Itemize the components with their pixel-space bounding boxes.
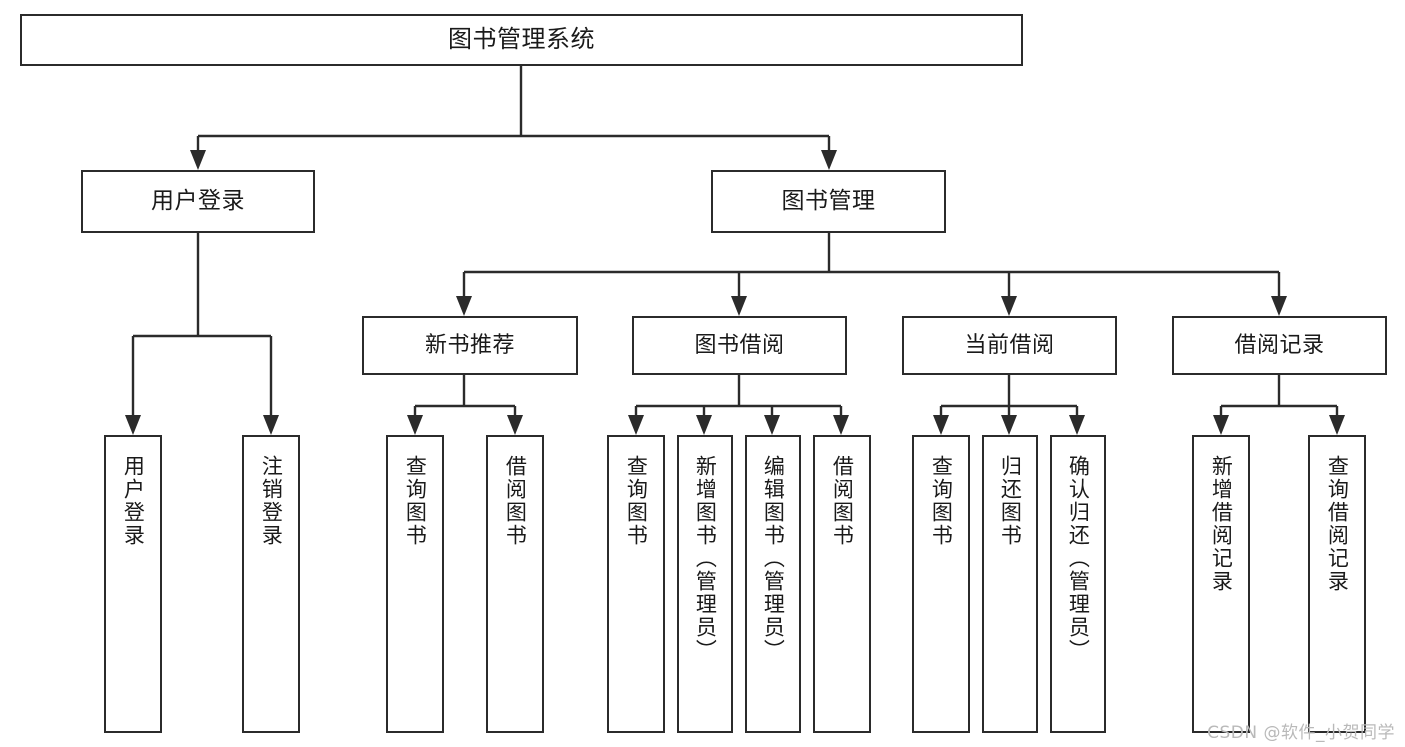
arrow-book-mgmt-to-borrow: [731, 296, 747, 316]
node-leaf-borrow-query[interactable]: 查询图书: [607, 435, 665, 733]
node-leaf-user-login-logout-label: 注销登录: [259, 455, 284, 547]
node-root-system-label: 图书管理系统: [448, 25, 595, 54]
arrow-current-leaf-2: [1069, 415, 1085, 435]
node-leaf-current-query[interactable]: 查询图书: [912, 435, 970, 733]
arrow-borrow-leaf-0: [628, 415, 644, 435]
node-borrow-record-label: 借阅记录: [1234, 332, 1325, 358]
node-leaf-borrow-borrow-book[interactable]: 借阅图书: [813, 435, 871, 733]
arrow-borrow-leaf-2: [764, 415, 780, 435]
node-user-login-label: 用户登录: [151, 188, 245, 215]
node-leaf-current-return[interactable]: 归还图书: [982, 435, 1038, 733]
arrow-current-leaf-0: [933, 415, 949, 435]
node-current-borrow-label: 当前借阅: [964, 332, 1055, 358]
arrow-book-mgmt-to-new-book: [456, 296, 472, 316]
csdn-watermark: CSDN @软件_小贺同学: [1207, 723, 1395, 743]
arrow-root-to-user-login: [190, 150, 206, 170]
node-leaf-new-book-query-label: 查询图书: [403, 455, 428, 547]
node-leaf-current-confirm-return[interactable]: 确认归还（管理员）: [1050, 435, 1106, 733]
node-leaf-new-book-query[interactable]: 查询图书: [386, 435, 444, 733]
arrow-current-leaf-1: [1001, 415, 1017, 435]
node-leaf-current-return-label: 归还图书: [998, 455, 1023, 547]
node-leaf-record-query[interactable]: 查询借阅记录: [1308, 435, 1366, 733]
node-leaf-current-confirm-return-label: 确认归还（管理员）: [1066, 455, 1091, 662]
node-leaf-record-add-label: 新增借阅记录: [1209, 455, 1234, 593]
arrow-borrow-leaf-1: [696, 415, 712, 435]
node-leaf-borrow-add-book[interactable]: 新增图书（管理员）: [677, 435, 733, 733]
arrow-root-to-book-mgmt: [821, 150, 837, 170]
node-leaf-borrow-edit-book-label: 编辑图书（管理员）: [761, 455, 786, 662]
node-leaf-record-add[interactable]: 新增借阅记录: [1192, 435, 1250, 733]
node-leaf-new-book-borrow-label: 借阅图书: [503, 455, 528, 547]
node-book-borrow[interactable]: 图书借阅: [632, 316, 847, 375]
node-root-system[interactable]: 图书管理系统: [20, 14, 1023, 66]
arrow-record-leaf-1: [1329, 415, 1345, 435]
node-leaf-borrow-add-book-label: 新增图书（管理员）: [693, 455, 718, 662]
node-book-borrow-label: 图书借阅: [694, 332, 785, 358]
node-leaf-borrow-query-label: 查询图书: [624, 455, 649, 547]
node-leaf-user-login-login-label: 用户登录: [121, 455, 146, 547]
node-current-borrow[interactable]: 当前借阅: [902, 316, 1117, 375]
arrow-new-book-leaf-1: [507, 415, 523, 435]
node-new-book-recommend[interactable]: 新书推荐: [362, 316, 578, 375]
node-leaf-user-login-logout[interactable]: 注销登录: [242, 435, 300, 733]
node-book-management[interactable]: 图书管理: [711, 170, 946, 233]
arrow-book-mgmt-to-record: [1271, 296, 1287, 316]
node-leaf-new-book-borrow[interactable]: 借阅图书: [486, 435, 544, 733]
node-leaf-borrow-borrow-book-label: 借阅图书: [830, 455, 855, 547]
arrow-new-book-leaf-0: [407, 415, 423, 435]
node-leaf-record-query-label: 查询借阅记录: [1325, 455, 1350, 593]
node-user-login[interactable]: 用户登录: [81, 170, 315, 233]
node-leaf-current-query-label: 查询图书: [929, 455, 954, 547]
arrow-user-login-leaf-1: [263, 415, 279, 435]
node-borrow-record[interactable]: 借阅记录: [1172, 316, 1387, 375]
arrow-book-mgmt-to-current: [1001, 296, 1017, 316]
node-leaf-borrow-edit-book[interactable]: 编辑图书（管理员）: [745, 435, 801, 733]
arrow-borrow-leaf-3: [833, 415, 849, 435]
node-leaf-user-login-login[interactable]: 用户登录: [104, 435, 162, 733]
node-new-book-recommend-label: 新书推荐: [424, 332, 515, 358]
node-book-management-label: 图书管理: [781, 188, 876, 215]
arrow-user-login-leaf-0: [125, 415, 141, 435]
arrow-record-leaf-0: [1213, 415, 1229, 435]
